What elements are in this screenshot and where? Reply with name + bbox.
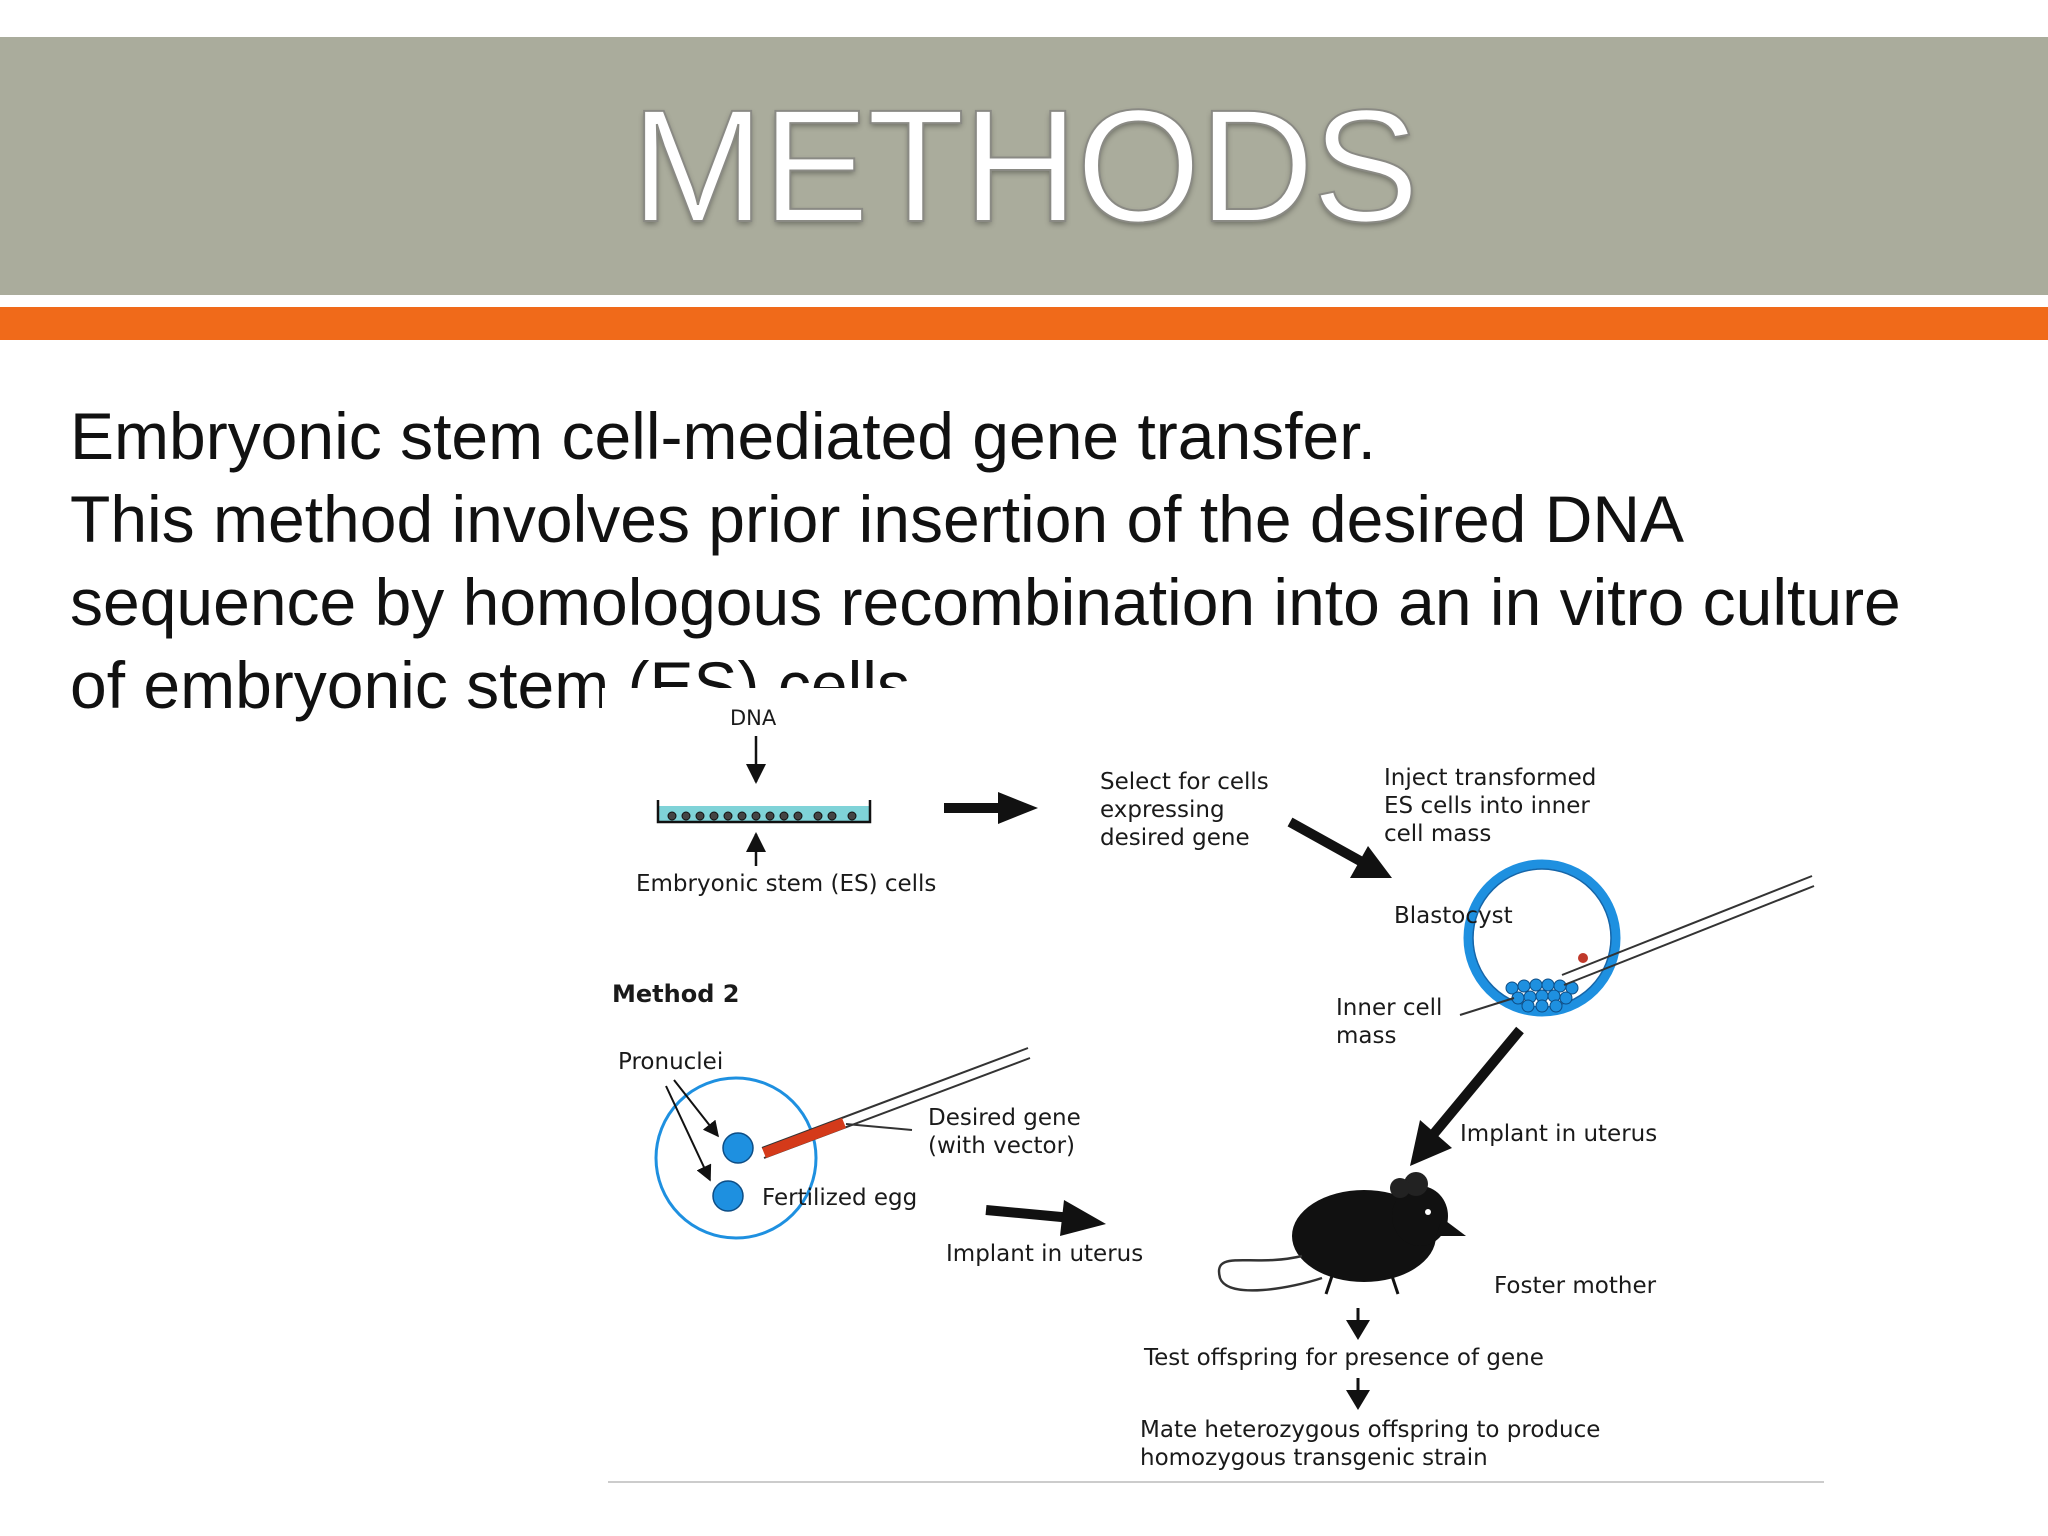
body-line-3: sequence by homologous recombination int… bbox=[70, 565, 1901, 639]
arrow-to-mate-offspring bbox=[1346, 1378, 1370, 1410]
label-inject-2: ES cells into inner bbox=[1384, 793, 1590, 819]
label-inject-1: Inject transformed bbox=[1384, 765, 1597, 791]
label-fertilized-egg: Fertilized egg bbox=[762, 1185, 918, 1211]
label-dna: DNA bbox=[730, 706, 777, 730]
title-band bbox=[0, 37, 2048, 295]
arrow-egg-to-mouse bbox=[985, 1200, 1106, 1236]
micropipette-icon bbox=[1561, 875, 1815, 986]
label-implant-uterus-left: Implant in uterus bbox=[946, 1241, 1144, 1267]
label-inner-cell-1: Inner cell bbox=[1336, 995, 1443, 1021]
body-text: Embryonic stem cell-mediated gene transf… bbox=[70, 395, 2000, 727]
pronuclei-pointer-arrows bbox=[665, 1079, 719, 1182]
blastocyst-icon bbox=[1463, 859, 1621, 1017]
label-blastocyst: Blastocyst bbox=[1394, 903, 1513, 929]
mouse-icon bbox=[1217, 1172, 1466, 1295]
fertilized-egg-icon bbox=[654, 1076, 818, 1240]
slide-title: METHODS bbox=[630, 75, 1420, 256]
label-es-cells: Embryonic stem (ES) cells bbox=[636, 871, 937, 897]
label-method-2: Method 2 bbox=[612, 980, 740, 1008]
accent-bar bbox=[0, 307, 2048, 340]
label-desired-gene-1: Desired gene bbox=[928, 1105, 1081, 1131]
label-implant-uterus-right: Implant in uterus bbox=[1460, 1121, 1658, 1147]
arrow-to-blastocyst bbox=[1287, 817, 1392, 878]
arrow-to-selection bbox=[944, 792, 1038, 824]
desired-gene-pointer bbox=[845, 1123, 913, 1131]
arrow-to-foster-mother bbox=[1410, 1026, 1524, 1166]
label-foster-mother: Foster mother bbox=[1494, 1273, 1657, 1299]
label-inner-cell-2: mass bbox=[1336, 1023, 1397, 1049]
label-select-cells-3: desired gene bbox=[1100, 825, 1250, 851]
body-line-1: Embryonic stem cell-mediated gene transf… bbox=[70, 399, 1376, 473]
label-select-cells-2: expressing bbox=[1100, 797, 1225, 823]
label-test-offspring: Test offspring for presence of gene bbox=[1144, 1345, 1544, 1371]
label-desired-gene-2: (with vector) bbox=[928, 1133, 1076, 1159]
label-select-cells-1: Select for cells bbox=[1100, 769, 1269, 795]
label-inject-3: cell mass bbox=[1384, 821, 1492, 847]
gene-injection-pipette bbox=[761, 1047, 1031, 1159]
transgenic-method-diagram: DNA Embryonic stem (ES) cells Select for… bbox=[602, 688, 1842, 1488]
label-mate-1: Mate heterozygous offspring to produce bbox=[1140, 1417, 1601, 1443]
body-line-2: This method involves prior insertion of … bbox=[70, 482, 1685, 556]
culture-dish-icon bbox=[656, 800, 872, 824]
arrow-to-test-offspring bbox=[1346, 1308, 1370, 1340]
label-pronuclei: Pronuclei bbox=[618, 1049, 724, 1075]
label-mate-2: homozygous transgenic strain bbox=[1140, 1445, 1488, 1471]
inner-cell-mass-pointer bbox=[1459, 997, 1515, 1016]
diagram-graphics bbox=[608, 736, 1824, 1483]
